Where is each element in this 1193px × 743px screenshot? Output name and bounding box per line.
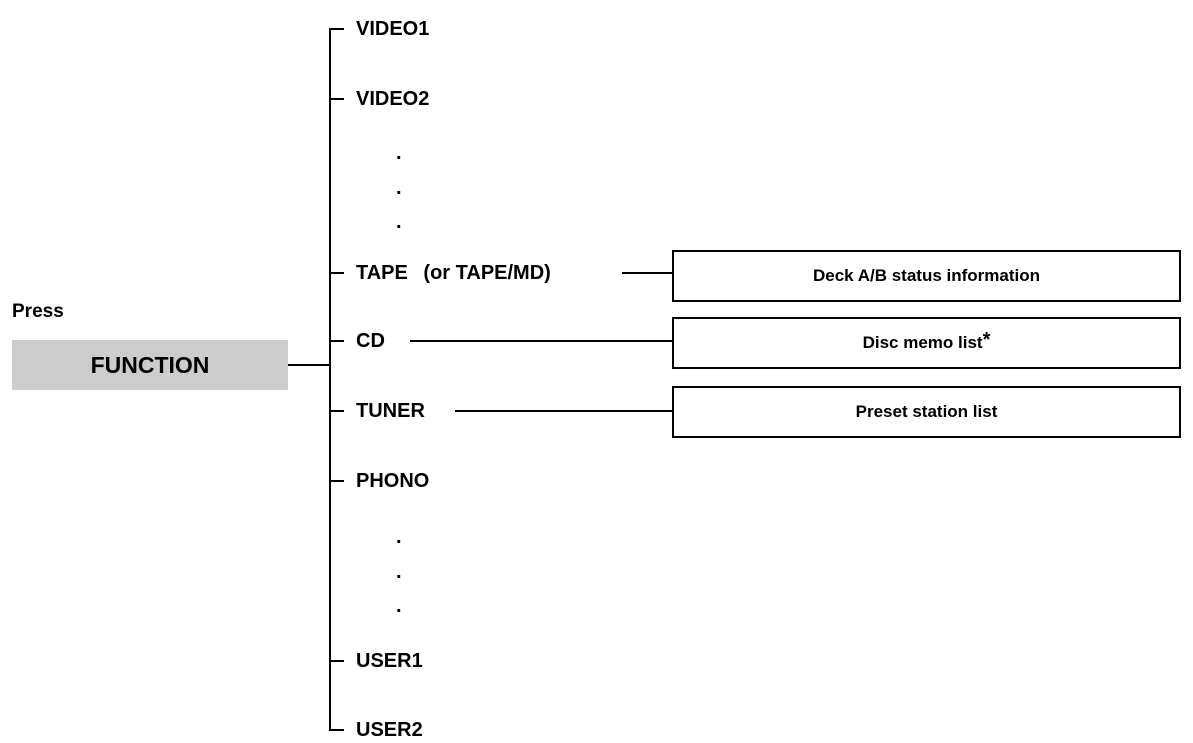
branch-user2: USER2	[356, 719, 423, 741]
ellipsis-dot: .	[396, 561, 402, 583]
preset-station-label: Preset station list	[855, 402, 998, 421]
ellipsis-dot: .	[396, 211, 402, 233]
branch-phono: PHONO	[356, 470, 430, 492]
branch-user1: USER1	[356, 650, 423, 672]
disc-memo-label: Disc memo list	[862, 333, 983, 352]
branch-video2: VIDEO2	[356, 88, 430, 110]
disc-memo-box: Disc memo list*	[672, 317, 1181, 369]
ellipsis-dot: .	[396, 142, 402, 164]
ellipsis-dot: .	[396, 595, 402, 617]
deck-status-label: Deck A/B status information	[812, 266, 1041, 285]
ellipsis-dot: .	[396, 526, 402, 548]
preset-station-box: Preset station list	[672, 386, 1181, 438]
branch-tape-extra: (or TAPE/MD)	[423, 262, 551, 284]
function-button-label: FUNCTION	[90, 351, 210, 378]
deck-status-box: Deck A/B status information	[672, 250, 1181, 302]
function-button[interactable]: FUNCTION	[12, 340, 288, 390]
branch-cd: CD	[356, 330, 385, 352]
branch-tape: TAPE (or TAPE/MD)	[356, 261, 551, 285]
branch-tuner: TUNER	[356, 400, 425, 422]
branch-tape-label: TAPE	[356, 262, 408, 284]
ellipsis-dot: .	[396, 177, 402, 199]
branch-video1: VIDEO1	[356, 18, 430, 40]
footnote-marker: *	[982, 328, 991, 351]
press-label: Press	[12, 301, 64, 322]
